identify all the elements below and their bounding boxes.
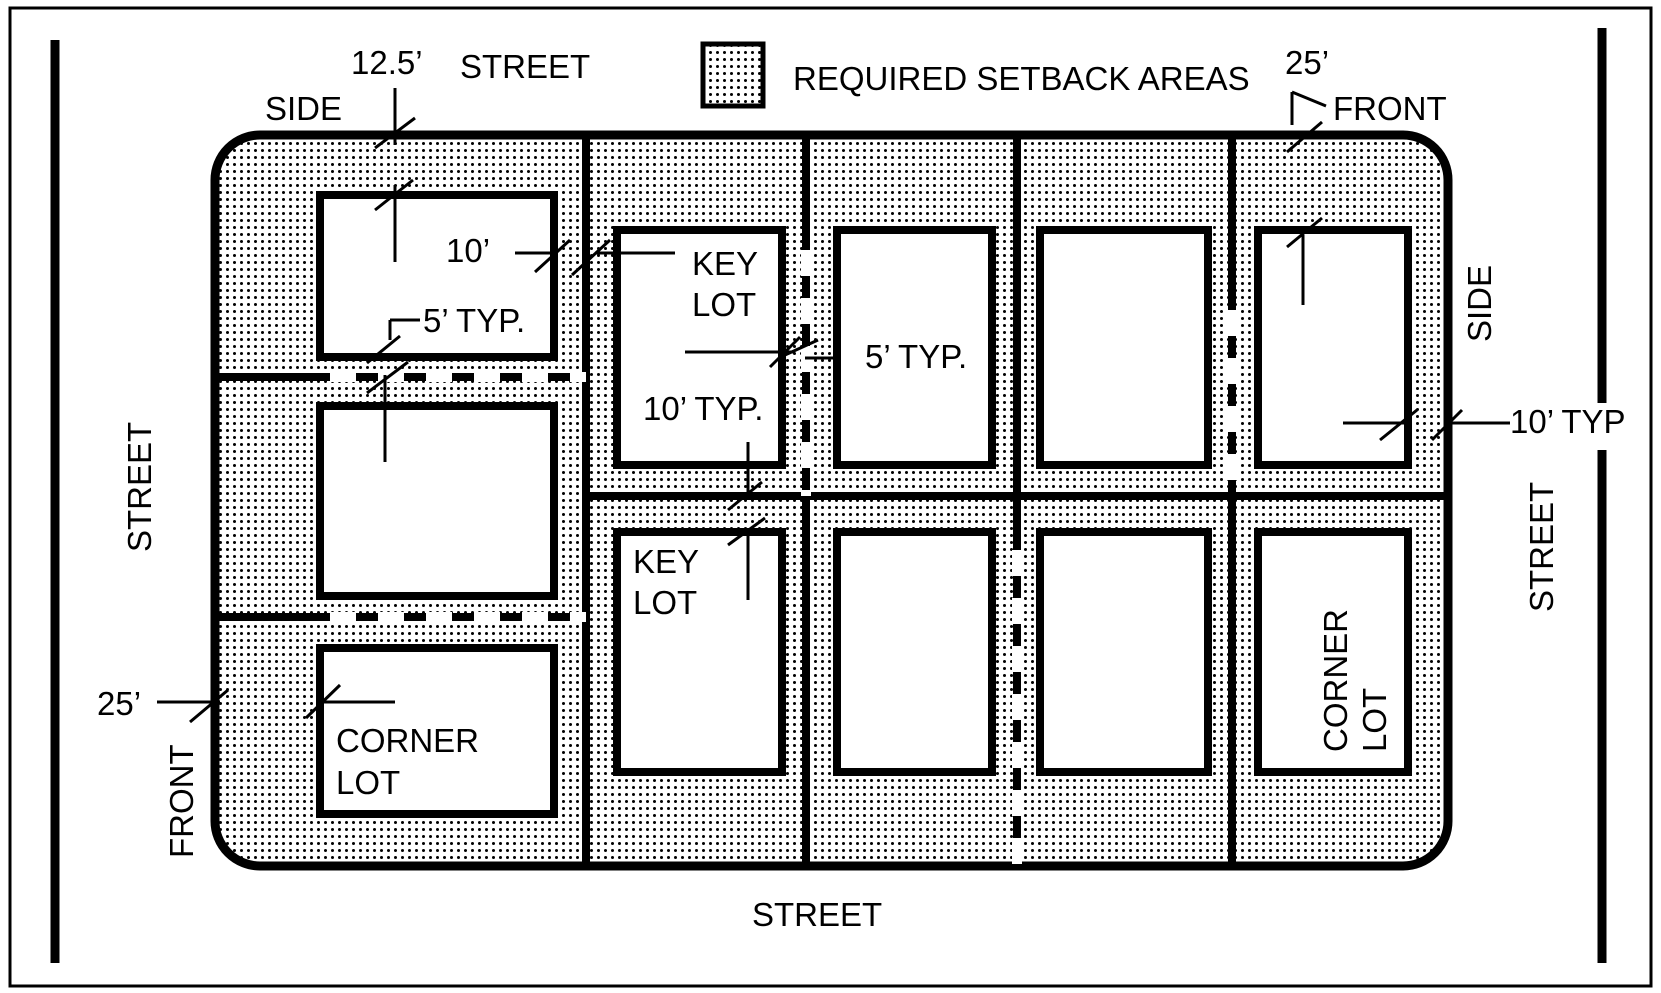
building-ul	[316, 191, 558, 361]
right-side-label: SIDE	[1461, 265, 1498, 342]
left-front-label: FRONT	[163, 744, 200, 858]
street-left: STREET	[121, 422, 158, 552]
corner-ul-side-dim: 5’ TYP.	[423, 302, 525, 339]
building-r3b	[1036, 528, 1212, 776]
building-ll	[316, 644, 558, 818]
corner-ul-rear-dim: 10’	[446, 232, 490, 269]
key-lot-top-line2: LOT	[692, 286, 756, 323]
key-side-dim: 5’ TYP.	[865, 338, 967, 375]
legend-label: REQUIRED SETBACK AREAS	[793, 60, 1250, 97]
top-side-dim: 12.5’	[351, 44, 423, 81]
street-bottom: STREET	[752, 896, 882, 933]
left-front-dim: 25’	[97, 685, 141, 722]
top-side-label: SIDE	[265, 90, 342, 127]
key-lot-top-line1: KEY	[692, 245, 758, 282]
corner-lot-right-line2: LOT	[1356, 688, 1393, 752]
top-front-label: FRONT	[1333, 90, 1447, 127]
labels: STREET REQUIRED SETBACK AREAS 12.5’ SIDE…	[97, 44, 1626, 933]
building-r2b	[833, 528, 996, 776]
legend-swatch	[700, 41, 766, 109]
building-footprints	[316, 191, 1412, 818]
building-r4t	[1254, 226, 1412, 469]
key-rear-dim: 10’ TYP.	[643, 390, 763, 427]
dashed-lot-lines	[330, 250, 1237, 866]
dimension-leaders	[157, 88, 1510, 724]
building-r3t	[1036, 226, 1212, 469]
corner-lot-right-line1: CORNER	[1317, 609, 1354, 752]
right-dim: 10’ TYP	[1510, 403, 1626, 440]
building-r1t	[613, 226, 786, 469]
street-top: STREET	[460, 48, 590, 85]
street-right: STREET	[1523, 482, 1560, 612]
building-r2t	[833, 226, 996, 469]
key-lot-bottom-line1: KEY	[633, 543, 699, 580]
building-ml	[316, 402, 558, 600]
building-r1b	[613, 528, 786, 776]
building-r4b	[1254, 528, 1412, 776]
key-lot-bottom-line2: LOT	[633, 584, 697, 621]
top-front-dim: 25’	[1285, 44, 1329, 81]
corner-lot-left-line1: CORNER	[336, 722, 479, 759]
corner-lot-left-line2: LOT	[336, 764, 400, 801]
